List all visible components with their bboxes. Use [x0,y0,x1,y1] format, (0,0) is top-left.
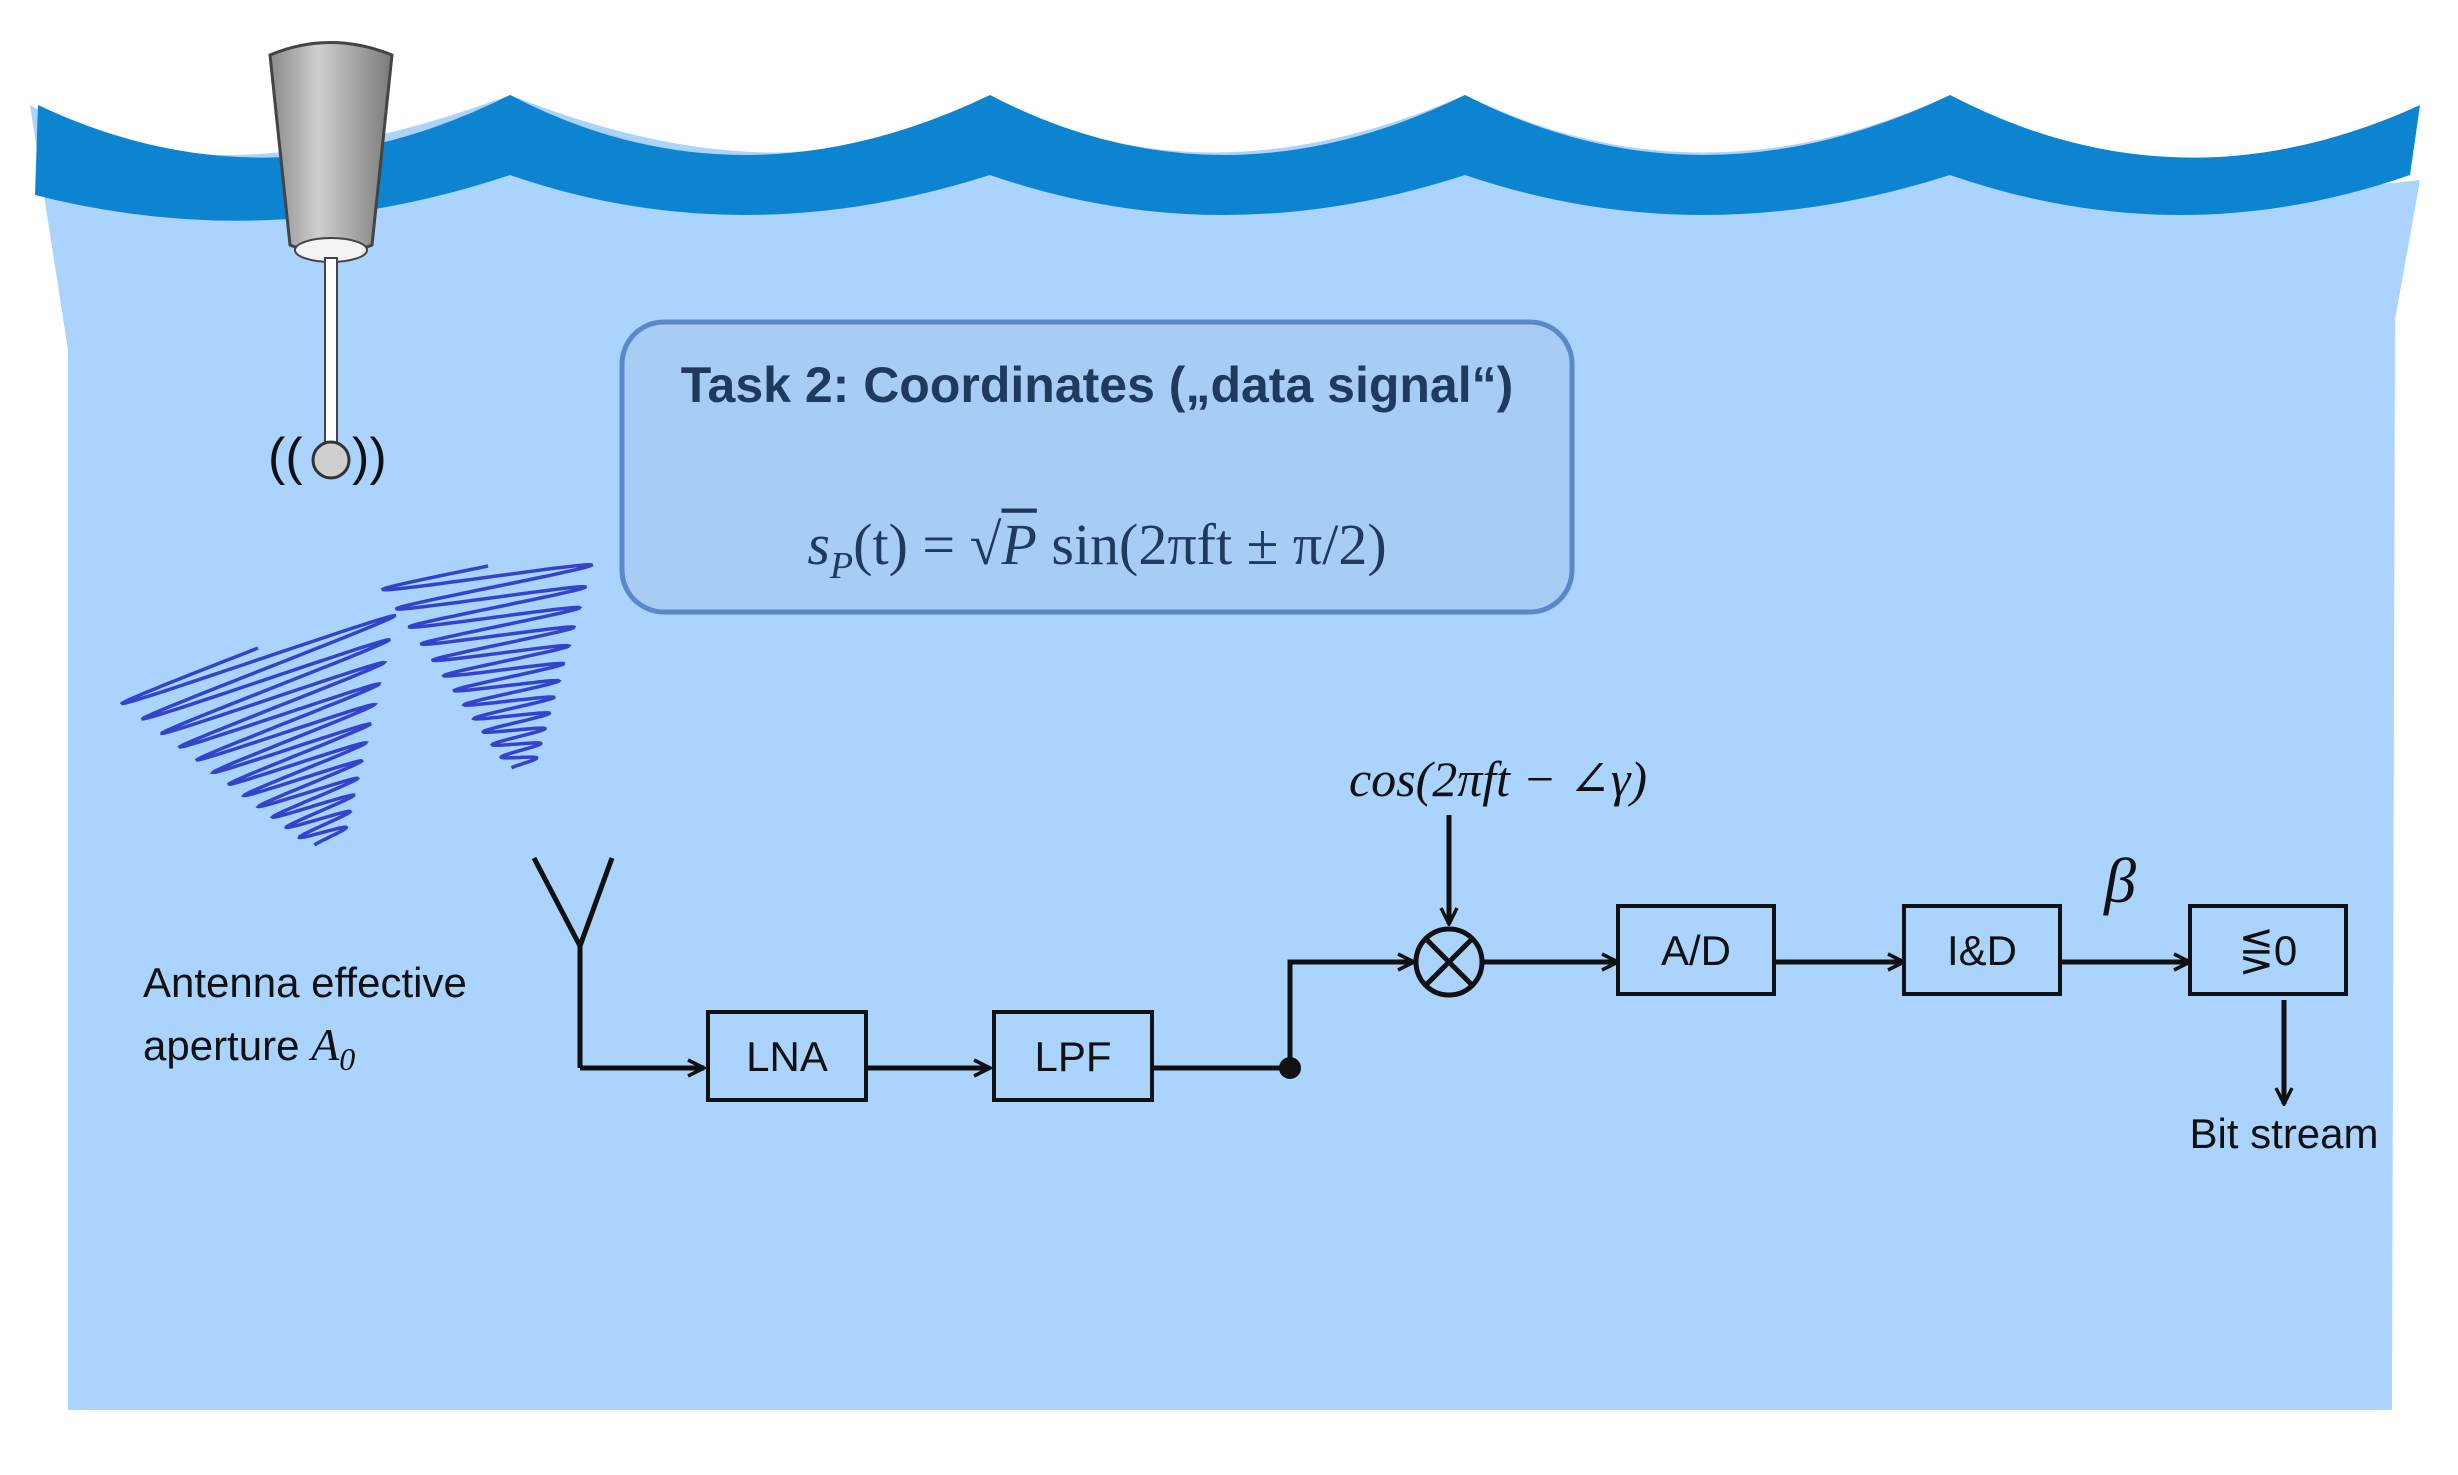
lpf-block: LPF [992,1010,1154,1102]
mixer-icon [1413,926,1485,998]
wave-band [35,95,2420,221]
beta-label: β [2102,845,2136,916]
integrate-dump-block: I&D [1902,904,2062,996]
chirp-wave [119,613,397,847]
bit-stream-label: Bit stream [2189,1110,2378,1157]
antenna-label-line1: Antenna effective [143,959,467,1006]
ad-block: A/D [1616,904,1776,996]
svg-text:LNA: LNA [746,1033,828,1080]
svg-text:⋚0: ⋚0 [2239,927,2298,975]
antenna-icon [531,856,615,1068]
task-formula: sP(t) = √P sin(2πft ± π/2) [807,512,1386,587]
chirp-signal-icon [119,562,594,847]
signal-path [580,815,2284,1104]
oscillator-label: cos(2πft − ∠γ) [1349,751,1647,807]
svg-text:A/D: A/D [1661,927,1731,974]
signal-waves-right: )) [352,428,387,486]
water-background [30,95,2420,1410]
signal-waves-left: (( [268,428,303,486]
svg-text:I&D: I&D [1947,927,2017,974]
task-box [619,319,1575,615]
chirp-wave [380,562,594,770]
lna-block: LNA [706,1010,868,1102]
junction-dot [1279,1057,1301,1079]
svg-text:LPF: LPF [1034,1033,1111,1080]
task-title: Task 2: Coordinates („data signal“) [681,357,1514,413]
decision-block: ⋚0 [2188,904,2348,996]
buoy-icon [268,41,394,480]
antenna-label-line2: aperture A0 [143,1019,355,1077]
